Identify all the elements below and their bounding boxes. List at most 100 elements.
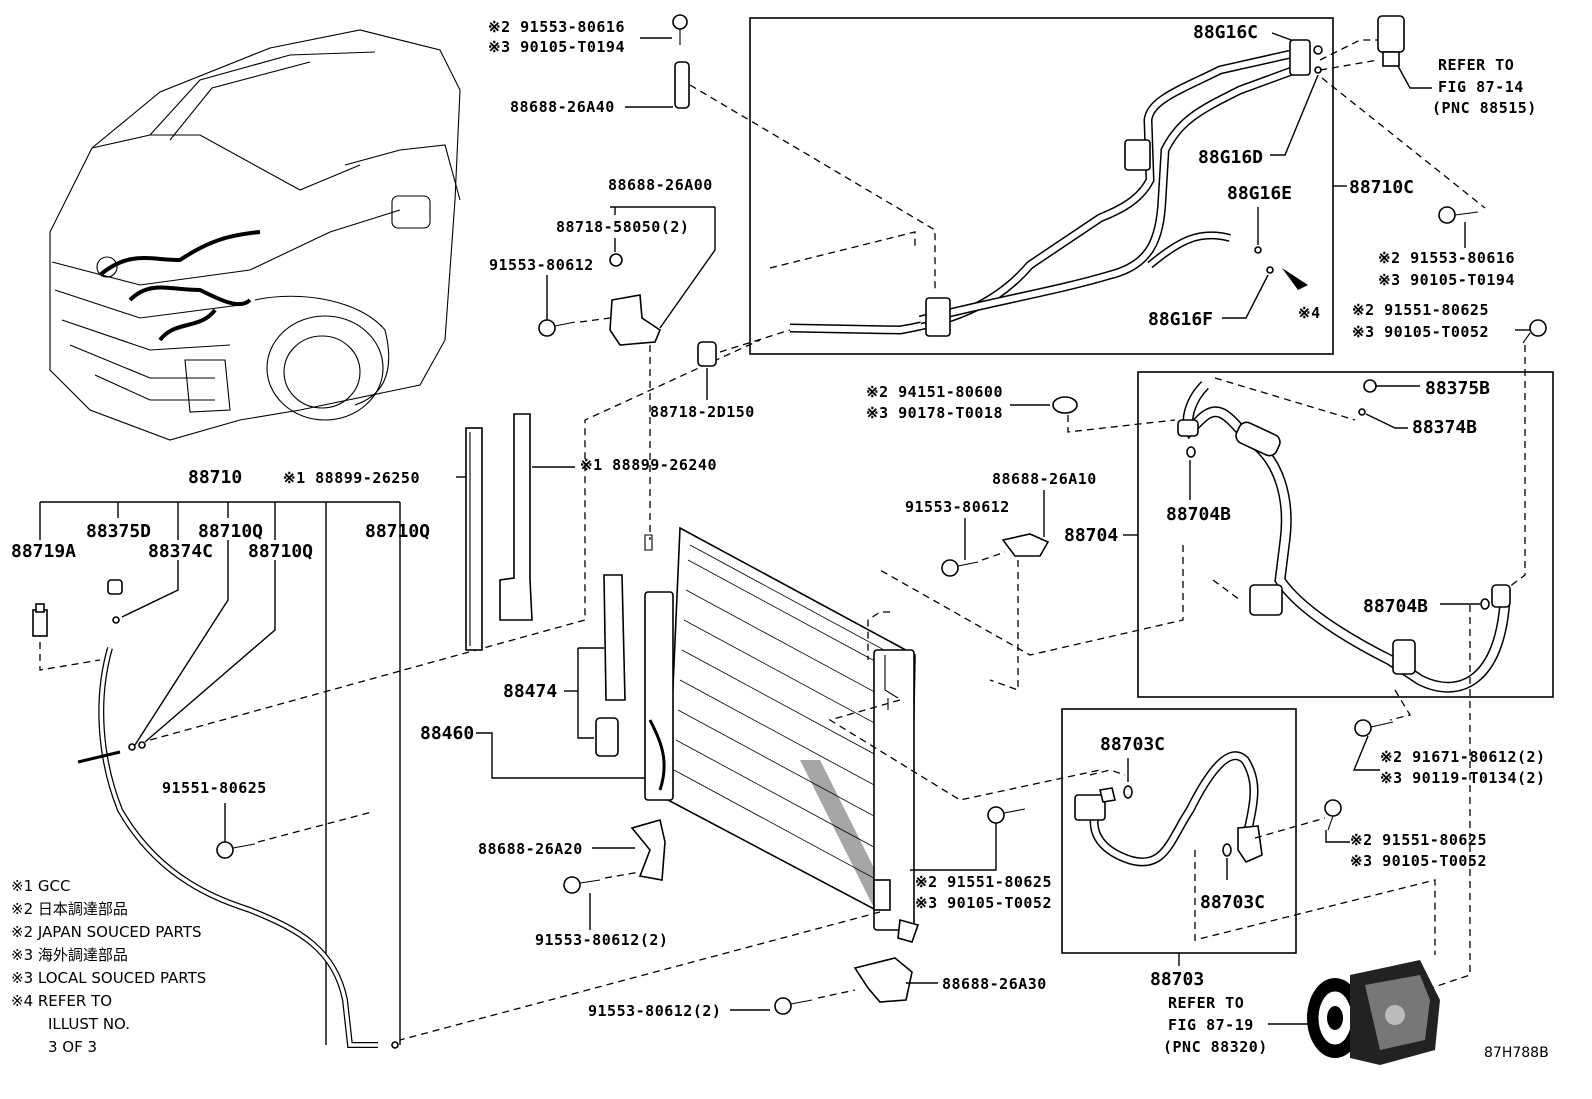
label-bolt-r4-b: ※3 90105-T0052 — [1350, 852, 1487, 870]
label-88688-26A10: 88688-26A10 — [992, 470, 1097, 488]
label-88460: 88460 — [420, 723, 474, 744]
refer-top-2: FIG 87-14 — [1438, 78, 1524, 96]
label-bolt-r4-a: ※2 91551-80625 — [1350, 831, 1487, 849]
label-88375B: 88375B — [1425, 378, 1490, 399]
bolt-91553-80612-c — [563, 876, 581, 894]
label-88703C-a: 88703C — [1100, 734, 1165, 755]
label-88718-2D150: 88718-2D150 — [650, 403, 755, 421]
bolt-top — [672, 14, 688, 30]
bracket-88688-26A20 — [630, 818, 666, 881]
label-91553-80612-c: 91553-80612(2) — [535, 931, 668, 949]
cap-88375D — [107, 579, 123, 595]
note-6: ※4 REFER TO — [11, 992, 112, 1010]
label-88688-26A30: 88688-26A30 — [942, 975, 1047, 993]
label-88703C-b: 88703C — [1200, 892, 1265, 913]
bolt-r3-group: ※2 91671-80612(2) ※3 90119-T0134(2) — [1352, 719, 1546, 787]
seal-88899-26250 — [465, 427, 483, 651]
arrow-icon — [1282, 268, 1308, 290]
notes-legend: ※1 GCC ※2 日本調達部品 ※2 JAPAN SOUCED PARTS ※… — [11, 877, 206, 1056]
label-88374B: 88374B — [1412, 417, 1477, 438]
label-88474: 88474 — [503, 681, 557, 702]
clip-88718-58050 — [609, 253, 623, 267]
bolt-m-group: ※2 91551-80625 ※3 90105-T0052 — [910, 806, 1052, 912]
label-bolt-r1-b: ※3 90105-T0194 — [1378, 271, 1515, 289]
receiver-reference: REFER TO FIG 87-14 (PNC 88515) — [1377, 15, 1537, 117]
label-88710Q-c: 88710Q — [365, 521, 430, 542]
bolt-91553-80612-a — [538, 319, 556, 337]
note-4: ※3 海外調達部品 — [11, 946, 128, 964]
label-88688-26A20: 88688-26A20 — [478, 840, 583, 858]
label-88G16C: 88G16C — [1193, 22, 1258, 43]
bolt-r4-group: ※2 91551-80625 ※3 90105-T0052 — [1324, 799, 1487, 870]
hose-box-88703: 88703C 88703C 88703 REFER TO FIG 87-19 (… — [1061, 708, 1436, 1056]
bottom-brackets: 88688-26A20 91553-80612(2) 88688-26A30 9… — [478, 818, 1047, 1020]
label-88710: 88710 — [188, 467, 242, 488]
pipe-box-88710C: 88G16C 88G16D 88G16E 88G16F 88710C ※4 — [749, 17, 1486, 355]
label-88688-26A00: 88688-26A00 — [608, 176, 713, 194]
compressor — [1307, 960, 1440, 1065]
label-88719A: 88719A — [11, 541, 76, 562]
label-bolt-top-a: ※2 91553-80616 — [488, 18, 625, 36]
condenser-88460: 88460 — [399, 526, 1101, 1041]
o-ring-88374C — [112, 616, 120, 624]
label-note4-top: ※4 — [1298, 304, 1321, 322]
refer-top-3: (PNC 88515) — [1432, 99, 1537, 117]
label-88688-26A40: 88688-26A40 — [510, 98, 615, 116]
label-bolt-r3-a: ※2 91671-80612(2) — [1380, 748, 1546, 766]
label-88718-58050: 88718-58050(2) — [556, 218, 689, 236]
label-bolt-r2-b: ※3 90105-T0052 — [1352, 323, 1489, 341]
label-88899-26250: ※1 88899-26250 — [283, 469, 420, 487]
label-91553-80612-b: 91553-80612 — [905, 498, 1010, 516]
bolt-91553-80612-b — [941, 559, 959, 577]
label-88374C: 88374C — [148, 541, 213, 562]
refer-bottom-3: (PNC 88320) — [1163, 1038, 1268, 1056]
vehicle-illustration — [49, 29, 461, 441]
plug-88474 — [595, 717, 619, 757]
pipe-group-88710: 88710 88375D 88710Q 88719A 88374C 88710Q… — [11, 339, 761, 1049]
bolt-r3 — [1354, 719, 1372, 737]
label-bolt-r2-a: ※2 91551-80625 — [1352, 301, 1489, 319]
note-8: 3 OF 3 — [48, 1038, 97, 1056]
seals: ※1 88899-26250 ※1 88899-26240 — [283, 413, 717, 651]
label-bolt-r1-a: ※2 91553-80616 — [1378, 249, 1515, 267]
bracket-88688-26A40 — [674, 61, 690, 109]
bolt-r4 — [1324, 799, 1342, 817]
note-1: ※1 GCC — [11, 877, 70, 895]
label-88G16D: 88G16D — [1198, 147, 1263, 168]
label-88375D: 88375D — [86, 521, 151, 542]
hose-box-88704: ※2 94151-80600 ※3 90178-T0018 88375B 883… — [866, 371, 1554, 991]
bolt-91551-80625 — [216, 841, 234, 859]
note-5: ※3 LOCAL SOUCED PARTS — [11, 969, 206, 987]
note-7: ILLUST NO. — [48, 1015, 130, 1033]
bolt-r2 — [1529, 319, 1547, 337]
top-center-brackets: ※2 91553-80616 ※3 90105-T0194 88688-26A4… — [488, 14, 936, 540]
note-2: ※2 日本調達部品 — [11, 900, 128, 918]
label-88899-26240: ※1 88899-26240 — [580, 456, 717, 474]
bolt-r1 — [1438, 206, 1456, 224]
bracket-88688-26A10 — [1001, 533, 1050, 557]
label-91551-80625: 91551-80625 — [162, 779, 267, 797]
label-88G16F: 88G16F — [1148, 309, 1213, 330]
refer-top-1: REFER TO — [1438, 56, 1514, 74]
bracket-88688-26A30 — [853, 957, 913, 1003]
refer-bottom-2: FIG 87-19 — [1168, 1016, 1254, 1034]
label-88704B-a: 88704B — [1166, 504, 1231, 525]
seal-88899-26240 — [499, 413, 533, 621]
clip-88718-2D150 — [697, 341, 717, 367]
receiver-tank — [1377, 15, 1405, 53]
label-nut-b: ※3 90178-T0018 — [866, 404, 1003, 422]
label-88G16E: 88G16E — [1227, 183, 1292, 204]
label-bolt-m-a: ※2 91551-80625 — [915, 873, 1052, 891]
filter-88474 — [603, 574, 626, 701]
bracket-26A10-group: 88688-26A10 91553-80612 — [905, 470, 1097, 691]
label-88703: 88703 — [1150, 969, 1204, 990]
label-88710C: 88710C — [1349, 177, 1414, 198]
label-nut-a: ※2 94151-80600 — [866, 383, 1003, 401]
figure-code: 87H788B — [1484, 1045, 1549, 1061]
label-91553-80612-d: 91553-80612(2) — [588, 1002, 721, 1020]
label-88704: 88704 — [1064, 525, 1118, 546]
nut-94151 — [1052, 396, 1078, 414]
receiver-insert-88474: 88474 — [503, 574, 626, 757]
note-3: ※2 JAPAN SOUCED PARTS — [11, 923, 202, 941]
